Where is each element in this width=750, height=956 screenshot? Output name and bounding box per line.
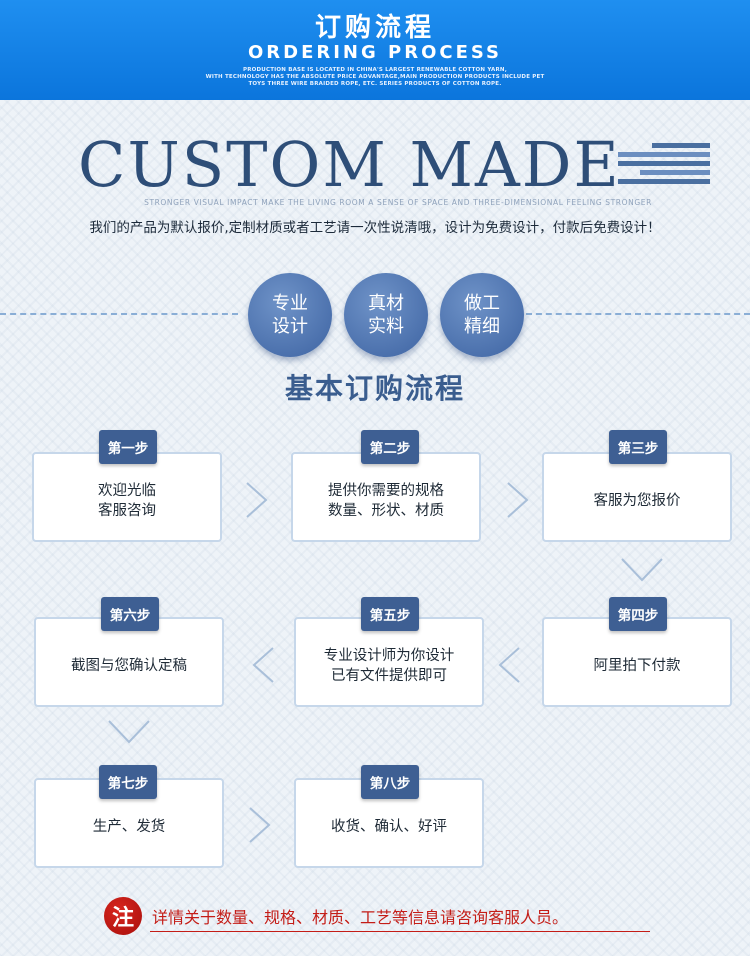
note-underline <box>150 931 650 932</box>
chevron-right-icon <box>505 480 531 520</box>
header-banner: 订购流程 ORDERING PROCESS PRODUCTION BASE IS… <box>0 0 750 100</box>
chevron-down-icon <box>619 556 665 584</box>
chevron-right-icon <box>244 480 270 520</box>
fine-print-line-1: PRODUCTION BASE IS LOCATED IN CHINA'S LA… <box>243 67 507 73</box>
step-text-8: 收货、确认、好评 <box>331 819 447 835</box>
custom-made-headline: CUSTOM MADE <box>78 128 621 201</box>
note-icon: 注 <box>104 897 142 935</box>
fine-print-line-2: WITH TECHNOLOGY HAS THE ABSOLUTE PRICE A… <box>205 74 545 80</box>
step-text-5: 专业设计师为你设计 已有文件提供即可 <box>323 648 455 684</box>
step-label-3: 第三步 <box>609 430 667 464</box>
dashed-divider-right <box>526 313 750 315</box>
stripes-decoration <box>618 143 710 187</box>
chevron-left-icon <box>250 645 276 685</box>
step-text-3: 客服为您报价 <box>593 493 681 509</box>
fine-print-line-3: TOYS THREE WIRE BRAIDED ROPE, ETC. SERIE… <box>248 81 502 87</box>
step-box-1: 欢迎光临 客服咨询 <box>32 452 222 542</box>
step-label-6: 第六步 <box>101 597 159 631</box>
step-label-1: 第一步 <box>99 430 157 464</box>
step-label-7: 第七步 <box>99 765 157 799</box>
page-subtitle: ORDERING PROCESS <box>247 42 503 63</box>
dashed-divider-left <box>0 313 238 315</box>
step-box-5: 专业设计师为你设计 已有文件提供即可 <box>294 617 484 707</box>
chevron-down-icon <box>106 718 152 746</box>
step-text-4: 阿里拍下付款 <box>593 658 681 674</box>
step-label-2: 第二步 <box>361 430 419 464</box>
step-label-5: 第五步 <box>361 597 419 631</box>
step-label-8: 第八步 <box>361 765 419 799</box>
step-text-2: 提供你需要的规格 数量、形状、材质 <box>328 483 444 519</box>
step-box-2: 提供你需要的规格 数量、形状、材质 <box>291 452 481 542</box>
step-box-3: 客服为您报价 <box>542 452 732 542</box>
pricing-notice: 我们的产品为默认报价,定制材质或者工艺请一次性说清哦，设计为免费设计，付款后免费… <box>89 220 661 236</box>
note-text: 详情关于数量、规格、材质、工艺等信息请咨询客服人员。 <box>152 908 569 927</box>
header-fine-print: PRODUCTION BASE IS LOCATED IN CHINA'S LA… <box>0 67 750 88</box>
chevron-right-icon <box>247 805 273 845</box>
feature-circle-design: 专业设计 <box>248 273 332 357</box>
feature-circle-material: 真材实料 <box>344 273 428 357</box>
step-text-1: 欢迎光临 客服咨询 <box>98 483 156 519</box>
step-box-4: 阿里拍下付款 <box>542 617 732 707</box>
chevron-left-icon <box>496 645 522 685</box>
feature-circle-craft: 做工精细 <box>440 273 524 357</box>
step-text-6: 截图与您确认定稿 <box>71 658 187 674</box>
custom-made-subline: STRONGER VISUAL IMPACT MAKE THE LIVING R… <box>144 198 652 207</box>
page-title: 订购流程 <box>314 13 435 43</box>
step-label-4: 第四步 <box>609 597 667 631</box>
section-title: 基本订购流程 <box>284 372 465 405</box>
step-text-7: 生产、发货 <box>92 819 166 835</box>
step-box-6: 截图与您确认定稿 <box>34 617 224 707</box>
